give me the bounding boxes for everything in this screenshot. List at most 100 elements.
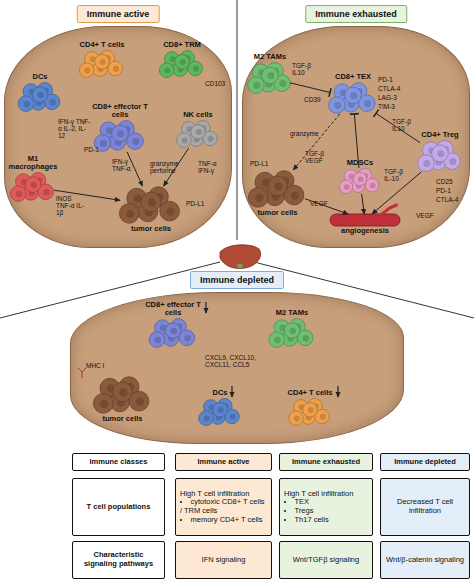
- table-cell: Decreased T cell infiltration: [380, 478, 470, 536]
- cell-shape: [11, 186, 27, 202]
- cell-body: [262, 67, 279, 84]
- cell-body: [100, 122, 117, 139]
- cell-name: CD8+ TEX: [328, 73, 378, 81]
- cell-shape: [79, 63, 94, 78]
- cell-nucleus: [200, 125, 206, 131]
- cell-text: Characteristic signaling pathways: [76, 551, 161, 568]
- annotation-label: TGF-β VEGF: [305, 150, 331, 164]
- cell-body: [85, 52, 100, 67]
- cell-text: Decreased T cell infiltration: [384, 498, 466, 515]
- cell-nucleus: [449, 158, 456, 165]
- cell-shape: [294, 400, 309, 415]
- cell-shape: [339, 180, 353, 194]
- cell-shape: [163, 331, 179, 347]
- cell-shape: [112, 125, 129, 142]
- cell-nucleus: [230, 414, 236, 420]
- cell-body: [44, 94, 60, 110]
- cell-cluster: CD8+ effector T cells: [150, 318, 196, 348]
- cell-art: [420, 140, 460, 172]
- cell-body: [23, 185, 39, 201]
- cell-body: [23, 84, 39, 100]
- arrow-connector: [362, 194, 365, 214]
- cell-body: [159, 63, 174, 78]
- cell-shape: [141, 192, 161, 212]
- annotation-label: PD-1: [378, 76, 408, 83]
- cell-art: [120, 186, 182, 224]
- cell-text: Immune depleted: [394, 458, 456, 467]
- cell-body: [119, 377, 139, 397]
- cell-body: [18, 96, 34, 112]
- cell-text: T cell populations: [87, 503, 151, 512]
- cell-body: [191, 124, 206, 139]
- cell-body: [112, 125, 129, 142]
- cell-name: MDSCs: [340, 159, 380, 167]
- cell-shape: [191, 124, 206, 139]
- cell-shape: [284, 323, 300, 339]
- cell-shape: [100, 51, 115, 66]
- cell-text: TEX: [284, 498, 309, 507]
- cell-body: [351, 179, 365, 193]
- cell-shape: [30, 95, 46, 111]
- cell-nucleus: [222, 403, 228, 409]
- cell-nucleus: [349, 174, 355, 180]
- decrease-arrow: [231, 386, 232, 397]
- cell-nucleus: [279, 80, 286, 87]
- cell-shape: [248, 187, 268, 207]
- cell-body: [189, 132, 204, 147]
- cell-shape: [436, 141, 453, 158]
- cell-body: [344, 170, 358, 184]
- cell-nucleus: [42, 88, 49, 95]
- cell-nucleus: [182, 137, 188, 143]
- cell-shape: [182, 122, 197, 137]
- cell-nucleus: [291, 191, 299, 199]
- cell-nucleus: [50, 99, 57, 106]
- annotation-label: PD-L1: [250, 160, 274, 167]
- cell-shape: [213, 402, 228, 417]
- cell-nucleus: [208, 404, 214, 410]
- cell-name: CD4+ T cells: [72, 41, 132, 49]
- cell-body: [11, 186, 27, 202]
- cell-nucleus: [145, 208, 153, 216]
- annotation-label: TNF-α IFN-γ: [198, 160, 226, 174]
- panel-title: Immune exhausted: [305, 5, 407, 23]
- cell-nucleus: [364, 100, 371, 107]
- cell-body: [339, 180, 353, 194]
- cell-shape: [274, 320, 290, 336]
- cell-body: [149, 332, 165, 348]
- annotation-label: TIM-3: [378, 103, 408, 110]
- cell-body: [127, 188, 147, 208]
- cell-nucleus: [100, 59, 106, 65]
- cell-shape: [44, 94, 60, 110]
- cell-shape: [211, 410, 226, 425]
- cell-nucleus: [194, 136, 200, 142]
- cell-nucleus: [106, 127, 113, 134]
- cell-nucleus: [287, 336, 294, 343]
- decrease-arrow: [337, 386, 338, 397]
- mhc-symbol: [78, 368, 86, 378]
- cell-body: [127, 133, 144, 150]
- cell-shape: [119, 377, 139, 397]
- cell-shape: [266, 63, 283, 80]
- cell-nucleus: [298, 404, 304, 410]
- cell-nucleus: [186, 126, 192, 132]
- cell-body: [248, 77, 265, 94]
- cell-shape: [18, 96, 34, 112]
- annotation-label: TGF-β IL-10: [384, 168, 410, 182]
- cell-cluster: tumor cells: [95, 376, 150, 414]
- cell-nucleus: [290, 328, 297, 335]
- cell-nucleus: [168, 336, 175, 343]
- cell-nucleus: [193, 66, 199, 72]
- cell-body: [334, 84, 351, 101]
- cell-nucleus: [164, 67, 170, 73]
- cell-art: [80, 50, 124, 78]
- cell-nucleus: [177, 66, 183, 72]
- cell-text: memory CD4+ T cells: [180, 516, 263, 525]
- cell-cluster: DCs: [20, 82, 60, 112]
- cell-nucleus: [136, 397, 144, 405]
- cell-name: DCs: [25, 73, 55, 81]
- cell-body: [30, 173, 46, 189]
- annotation-label: IFN-γ TNF-α IL-2, IL-12: [58, 118, 92, 139]
- cell-nucleus: [423, 160, 430, 167]
- table-cell: T cell populations: [72, 478, 165, 536]
